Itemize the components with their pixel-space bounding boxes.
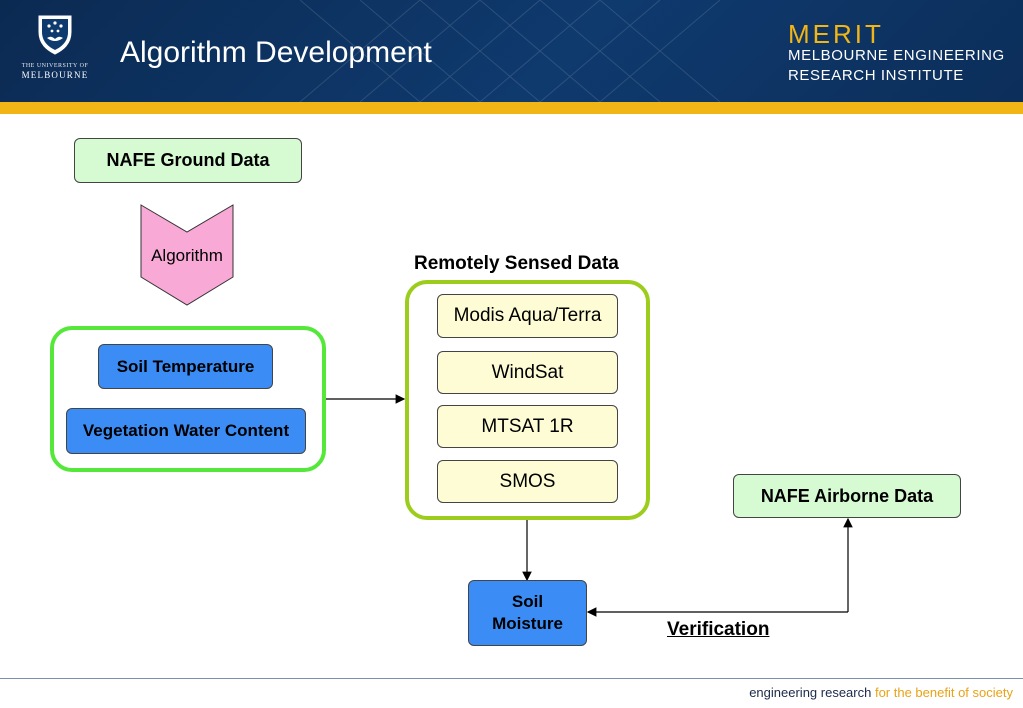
airborne-data-box: NAFE Airborne Data [733, 474, 961, 518]
remote-source-windsat: WindSat [437, 351, 618, 394]
soil-temperature-box: Soil Temperature [98, 344, 273, 389]
vegetation-water-content-box: Vegetation Water Content [66, 408, 306, 454]
page-title: Algorithm Development [120, 36, 432, 69]
soil-moisture-box: Soil Moisture [468, 580, 587, 646]
algorithm-label: Algorithm [151, 246, 223, 265]
merit-line2: RESEARCH INSTITUTE [788, 67, 964, 84]
university-logo: THE UNIVERSITY OF MELBOURNE [18, 12, 92, 92]
algorithm-shape [140, 204, 234, 306]
footer-divider [0, 678, 1023, 679]
remote-source-mtsat: MTSAT 1R [437, 405, 618, 448]
header-banner: THE UNIVERSITY OF MELBOURNE Algorithm De… [0, 0, 1023, 102]
remote-sensed-title: Remotely Sensed Data [414, 253, 619, 274]
gold-divider [0, 102, 1023, 114]
remote-source-modis: Modis Aqua/Terra [437, 294, 618, 338]
ground-data-box: NAFE Ground Data [74, 138, 302, 183]
remote-source-smos: SMOS [437, 460, 618, 503]
verification-label: Verification [667, 619, 770, 640]
university-line2: MELBOURNE [21, 70, 89, 80]
tagline-part1: engineering research [749, 685, 872, 700]
merit-line1: MELBOURNE ENGINEERING [788, 47, 1005, 64]
footer-tagline: engineering research for the benefit of … [749, 685, 1013, 700]
university-line1: THE UNIVERSITY OF [21, 63, 89, 69]
header-pattern [299, 0, 721, 102]
merit-name: MERIT [788, 19, 884, 49]
university-crest-icon [38, 15, 72, 55]
tagline-part2: for the benefit of society [874, 685, 1013, 700]
merit-logo: MERIT MELBOURNE ENGINEERING RESEARCH INS… [788, 19, 1005, 86]
